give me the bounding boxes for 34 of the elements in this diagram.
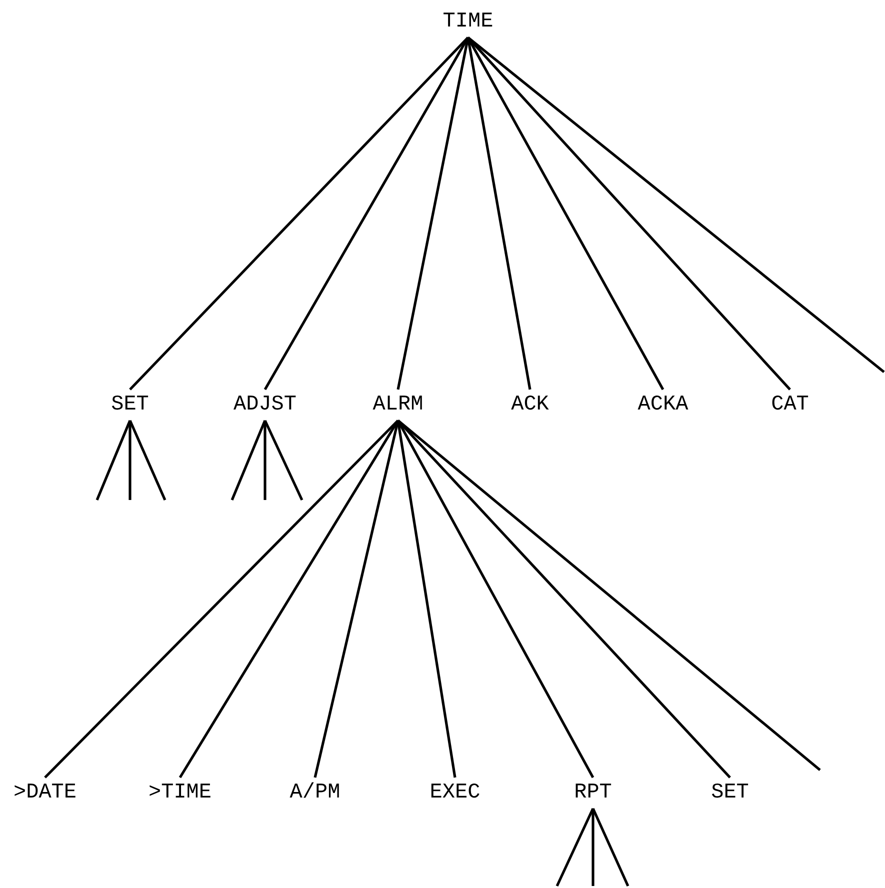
node-label: RPT	[572, 778, 614, 808]
tree-line	[466, 36, 664, 390]
tree-line	[230, 420, 266, 500]
tree-line	[396, 420, 594, 778]
tree-line	[467, 36, 791, 390]
tree-line	[96, 420, 132, 500]
tree-line	[44, 420, 399, 778]
node-label: ADJST	[232, 390, 298, 420]
node-label: >TIME	[146, 778, 214, 808]
tree-line	[556, 808, 594, 887]
tree-line	[264, 420, 304, 501]
tree-line	[129, 36, 469, 390]
node-label: ACKA	[636, 390, 690, 420]
tree-line	[397, 420, 821, 771]
node-label: TIME	[440, 6, 496, 38]
tree-line	[397, 420, 731, 778]
tree-line	[264, 36, 470, 390]
tree-line	[396, 37, 470, 390]
node-label: ALRM	[370, 390, 426, 420]
node-label: >DATE	[12, 778, 78, 808]
node-label: CAT	[769, 390, 811, 420]
node-label: SET	[109, 390, 151, 420]
node-label: A/PM	[288, 778, 342, 808]
node-label: EXEC	[428, 778, 482, 808]
tree-line	[264, 420, 266, 500]
tree-line	[592, 808, 630, 887]
tree-line	[314, 420, 400, 778]
tree-line	[128, 420, 132, 500]
tree-line	[128, 420, 166, 501]
tree-line	[178, 420, 400, 778]
tree-line	[467, 36, 885, 374]
node-label: ACK	[509, 390, 551, 420]
tree-line	[592, 808, 594, 886]
node-label: SET	[709, 778, 751, 808]
